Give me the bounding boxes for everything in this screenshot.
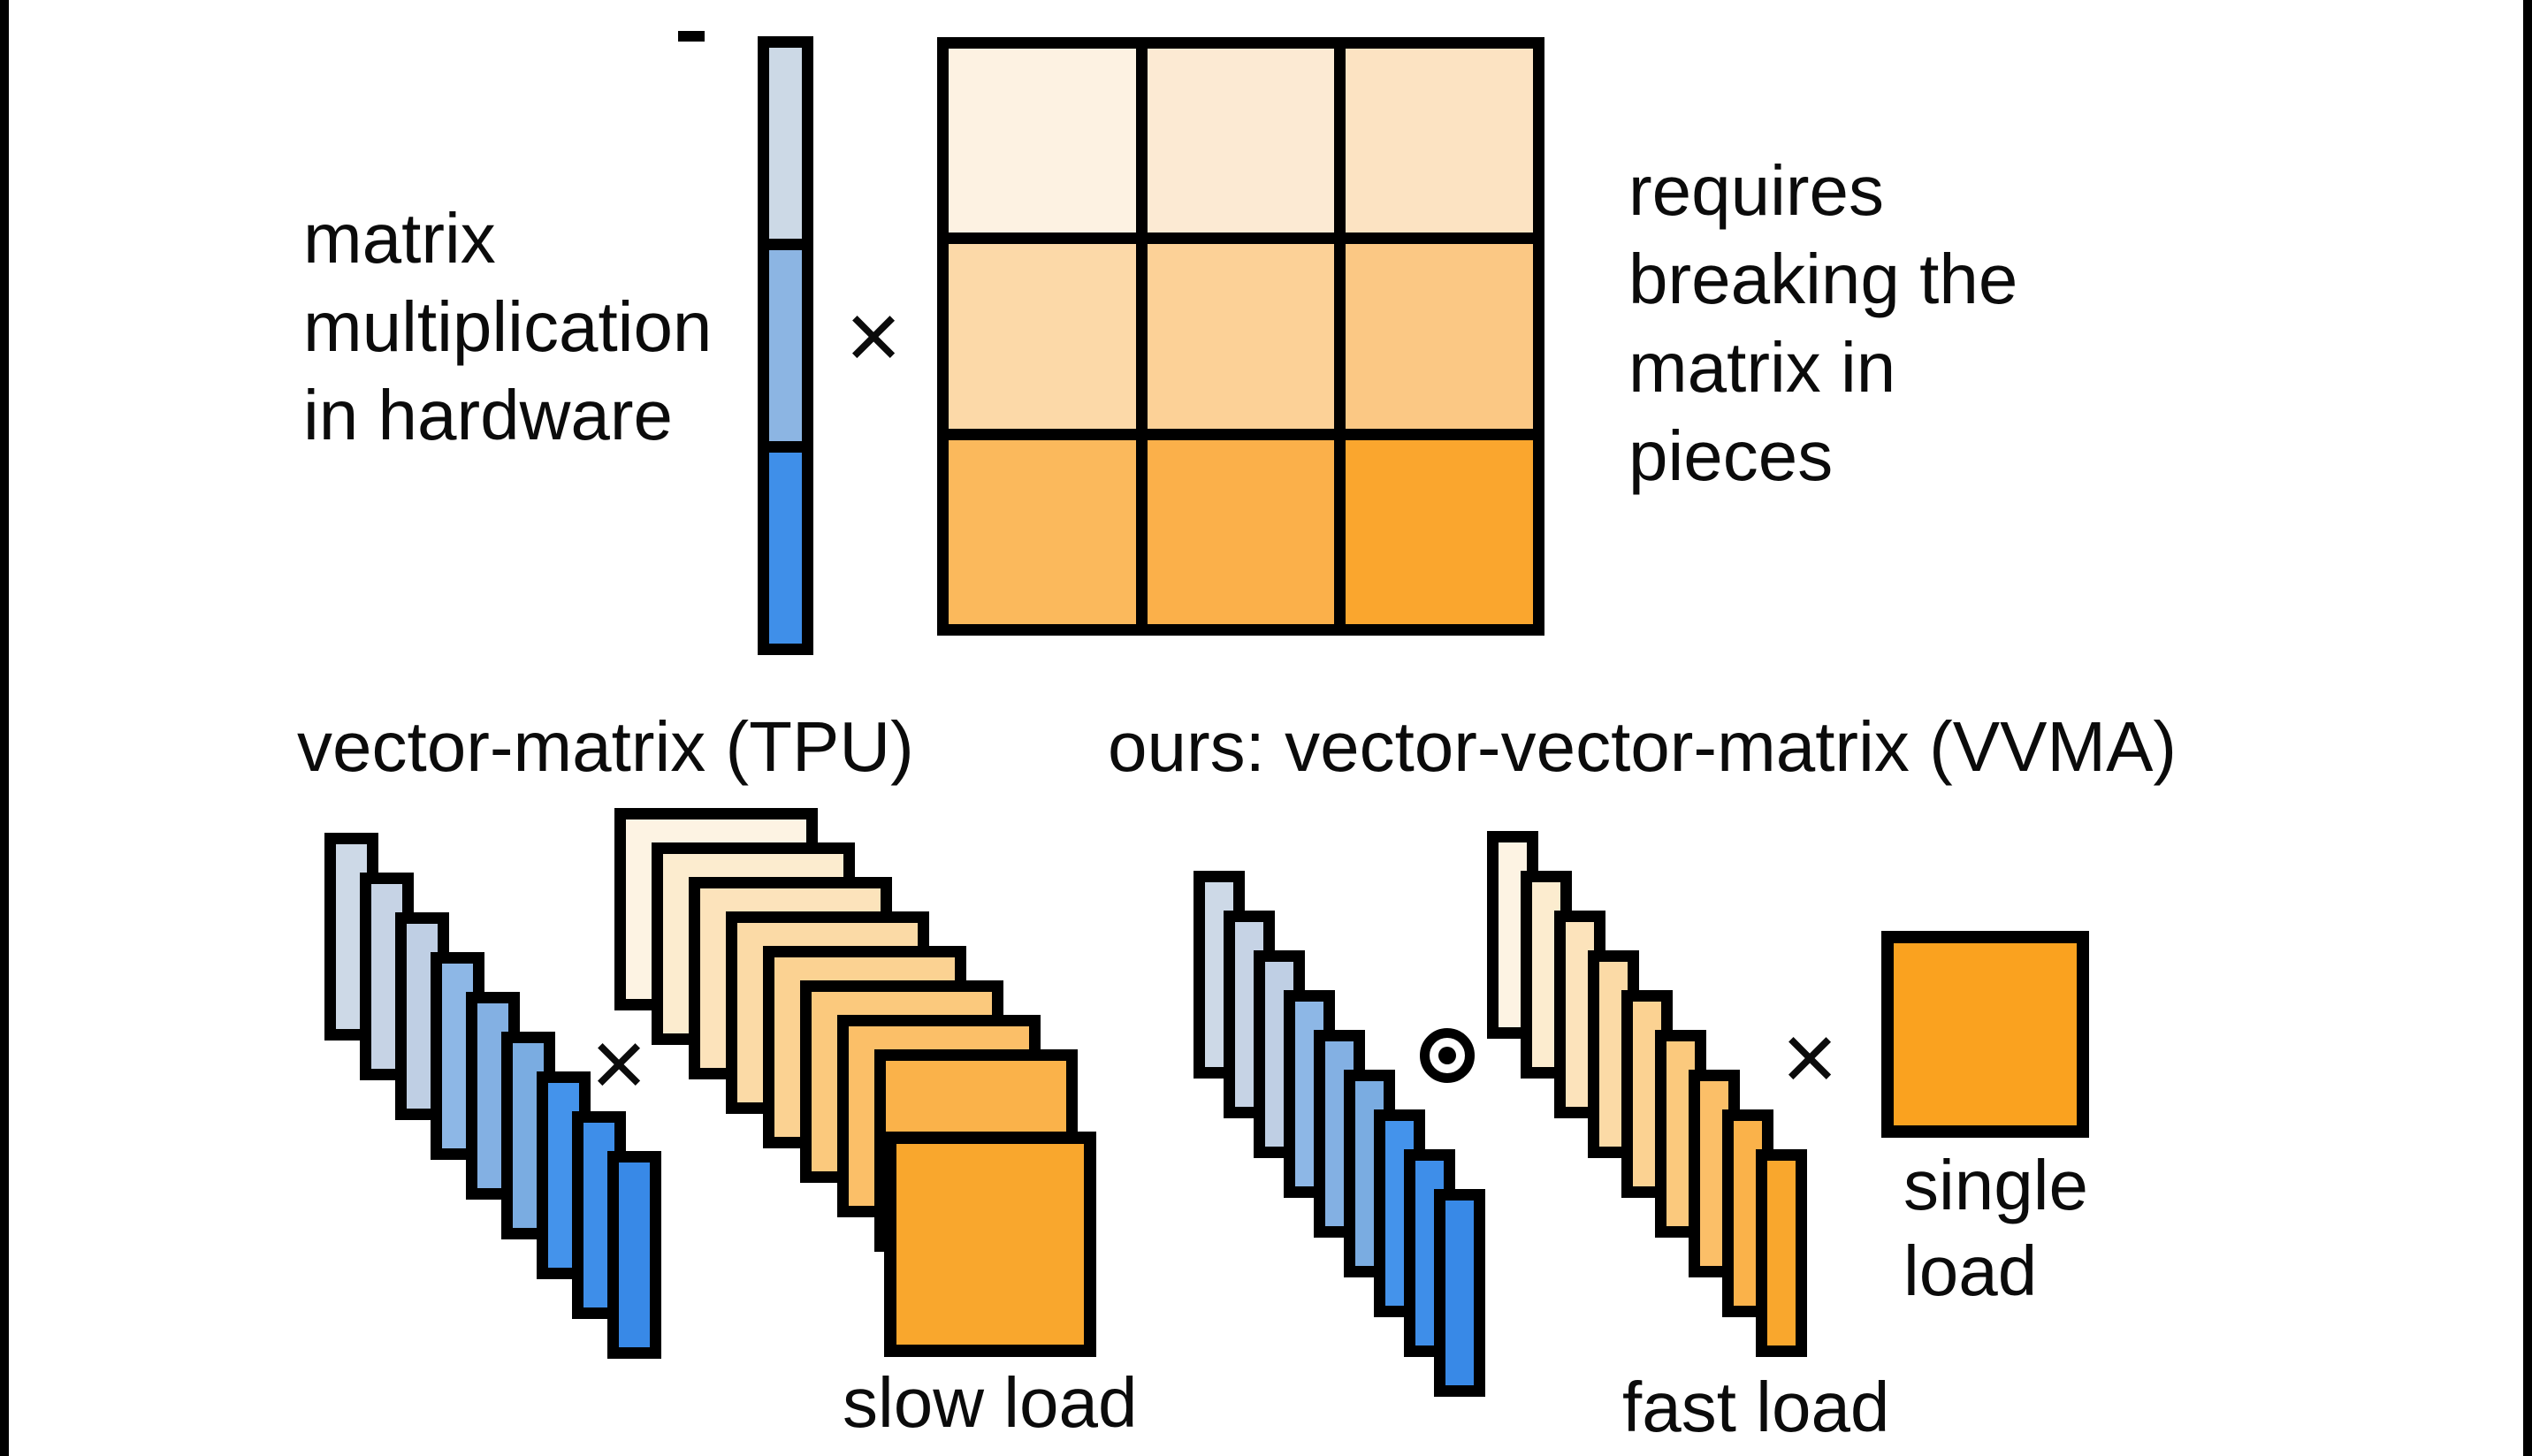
matrix-cell-r3c2 — [1147, 439, 1335, 624]
single-load-label: single load — [1903, 1142, 2088, 1314]
multiply-icon: × — [845, 281, 902, 389]
weight-matrix — [937, 37, 1544, 636]
tpu-title: vector-matrix (TPU) — [297, 707, 914, 786]
stray-dash — [678, 31, 705, 42]
matrix-cell-r2c1 — [949, 244, 1136, 429]
caption-line: requires — [1628, 151, 1885, 230]
matrix-cell-r2c3 — [1346, 244, 1533, 429]
tpu-weight-tile-9 — [884, 1132, 1096, 1357]
caption-matrix-multiplication: matrix multiplication in hardware — [303, 194, 712, 460]
letterbox-right — [2523, 0, 2532, 1456]
vector-segment-1 — [769, 48, 802, 239]
caption-line: breaking the — [1628, 240, 2018, 318]
matrix-cell-r3c1 — [949, 439, 1136, 624]
caption-requires-breaking: requires breaking the matrix in pieces — [1628, 147, 2017, 500]
single-load-tile — [1881, 931, 2089, 1138]
caption-line: matrix in — [1628, 328, 1896, 407]
vvma-vector-slice-9 — [1434, 1189, 1485, 1397]
caption-line: single — [1903, 1146, 2089, 1224]
vvma-title: ours: vector-vector-matrix (VVMA) — [1108, 707, 2177, 786]
hadamard-product-icon — [1420, 1028, 1475, 1083]
caption-line: pieces — [1628, 416, 1834, 495]
matrix-cell-r1c3 — [1346, 49, 1533, 233]
input-vector — [758, 36, 813, 655]
caption-line: load — [1903, 1231, 2038, 1310]
multiply-icon: × — [1781, 1002, 1838, 1110]
hadamard-dot — [1438, 1047, 1456, 1064]
matrix-cell-r3c3 — [1346, 439, 1533, 624]
matrix-cell-r2c2 — [1147, 244, 1335, 429]
multiply-icon: × — [591, 1009, 647, 1117]
matrix-cell-r1c2 — [1147, 49, 1335, 233]
slow-load-label: slow load — [843, 1363, 1138, 1442]
fast-load-label: fast load — [1622, 1368, 1890, 1446]
tpu-vector-slice-9 — [607, 1151, 661, 1359]
vvma-weight-slice-9 — [1756, 1149, 1807, 1357]
caption-line: in hardware — [303, 376, 674, 454]
vector-segment-3 — [769, 453, 802, 644]
letterbox-left — [0, 0, 9, 1456]
caption-line: multiplication — [303, 287, 713, 366]
vector-segment-2 — [769, 250, 802, 441]
matrix-cell-r1c1 — [949, 49, 1136, 233]
caption-line: matrix — [303, 199, 496, 278]
